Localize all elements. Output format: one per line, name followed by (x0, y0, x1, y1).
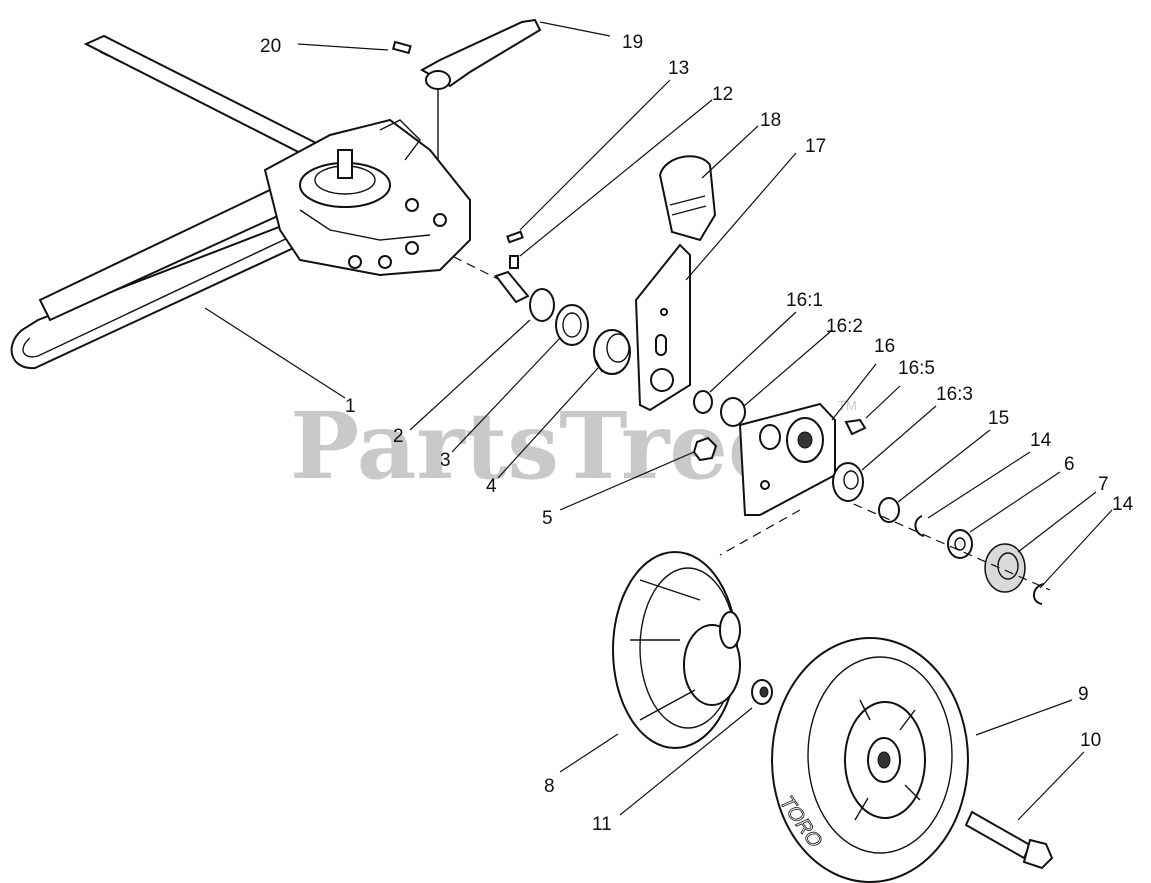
transmission-housing (263, 118, 471, 277)
part-3-washer (555, 304, 589, 346)
callout-11: 11 (592, 814, 612, 835)
part-16-1-washer (693, 390, 713, 414)
part-15-washer (878, 497, 900, 523)
callout-2: 2 (393, 426, 404, 447)
part-20-pin (392, 40, 412, 55)
callout-14-upper: 14 (1030, 430, 1052, 451)
part-16-3-bearing (832, 462, 864, 502)
watermark-trademark: TM (838, 398, 857, 413)
callout-13: 13 (668, 58, 689, 79)
part-6-washer (947, 529, 973, 559)
part-14-clip-lower (1033, 583, 1045, 605)
part-14-clip-upper (914, 515, 925, 537)
callout-12: 12 (712, 84, 733, 105)
callout-14-lower: 14 (1112, 494, 1134, 515)
callout-7: 7 (1098, 474, 1109, 495)
callout-16: 16 (874, 336, 895, 357)
part-7-gear (984, 543, 1026, 593)
callout-10: 10 (1080, 730, 1101, 751)
callout-8: 8 (544, 776, 555, 797)
part-9-wheel: TORO (771, 637, 969, 883)
callout-labels: 1 2 3 4 5 6 7 8 9 10 11 12 13 14 14 15 1… (260, 32, 1134, 835)
callout-9: 9 (1078, 684, 1089, 705)
callout-15: 15 (988, 408, 1009, 429)
callout-19: 19 (622, 32, 643, 53)
callout-20: 20 (260, 36, 281, 57)
callout-18: 18 (760, 110, 781, 131)
part-18-grip (658, 155, 717, 242)
callout-4: 4 (486, 476, 497, 497)
callout-6: 6 (1064, 454, 1075, 475)
part-10-bolt (964, 810, 1054, 870)
callout-16-1: 16:1 (786, 290, 823, 311)
callout-5: 5 (542, 508, 553, 529)
callout-16-3: 16:3 (936, 384, 973, 405)
callout-16-5: 16:5 (898, 358, 935, 379)
callout-17: 17 (805, 136, 826, 157)
part-5-nut (692, 436, 718, 462)
callout-1: 1 (345, 396, 356, 417)
part-16-axle-bracket (738, 402, 836, 516)
part-1-drive-shaft (10, 34, 521, 370)
part-16-2-bushing (720, 397, 746, 427)
part-19-lever (419, 18, 542, 160)
part-8-hub-cover (612, 551, 741, 749)
part-12-13-pins (494, 230, 530, 304)
part-11-bushing (751, 679, 773, 705)
part-4-bushing (593, 329, 631, 375)
callout-3: 3 (440, 450, 451, 471)
part-16-5-fitting (844, 418, 867, 436)
leader-lines (204, 21, 1113, 821)
callout-16-2: 16:2 (826, 316, 863, 337)
part-2-retaining-ring (529, 288, 555, 322)
part-17-bracket (634, 243, 691, 412)
